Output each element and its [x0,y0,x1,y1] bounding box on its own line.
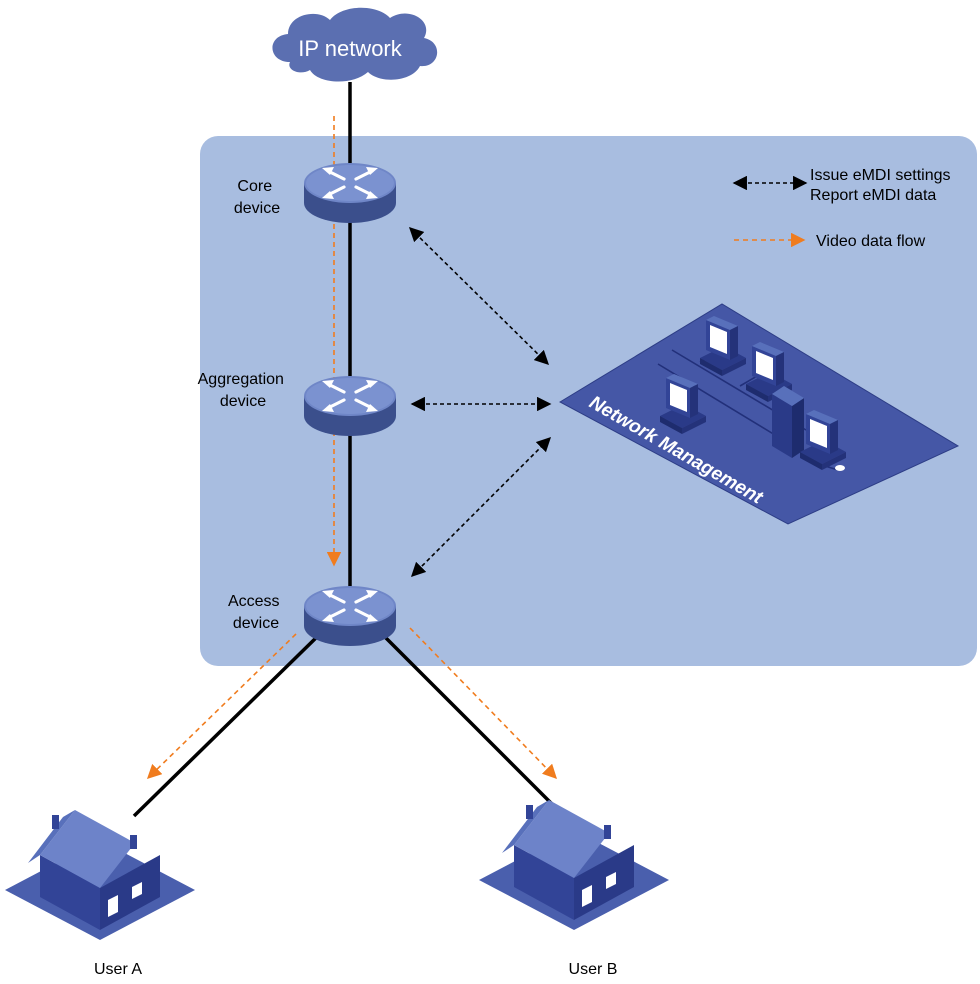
aggregation-device-label: Aggregation device [198,371,289,410]
aggregation-device-icon [302,374,398,438]
mgmt-access [410,436,552,578]
video-flow-user-b [409,627,558,780]
user-b-house-icon [479,800,669,930]
cloud-label: IP network [298,36,403,61]
access-device-label: Access device [228,593,284,632]
mgmt-core [408,226,550,366]
legend: Issue eMDI settings Report eMDI data Vid… [732,167,955,250]
ip-network-cloud: IP network [272,7,438,82]
mouse-icon [835,465,845,471]
server-icon [772,386,804,458]
user-a-house-icon [5,810,195,940]
user-b-label: User B [569,961,618,978]
user-a-label: User A [94,961,142,978]
link-access-user-a [132,630,324,818]
legend-video-label: Video data flow [816,233,926,250]
nms-platform [558,303,960,525]
legend-management-label: Issue eMDI settings Report eMDI data [810,167,955,204]
core-device-label: Core device [234,178,280,217]
management-arrows [408,226,552,578]
core-device-icon [302,161,398,225]
wired-links [132,82,558,818]
video-flow-user-a [146,633,297,780]
link-access-user-b [378,630,558,810]
access-device-icon [302,584,398,648]
